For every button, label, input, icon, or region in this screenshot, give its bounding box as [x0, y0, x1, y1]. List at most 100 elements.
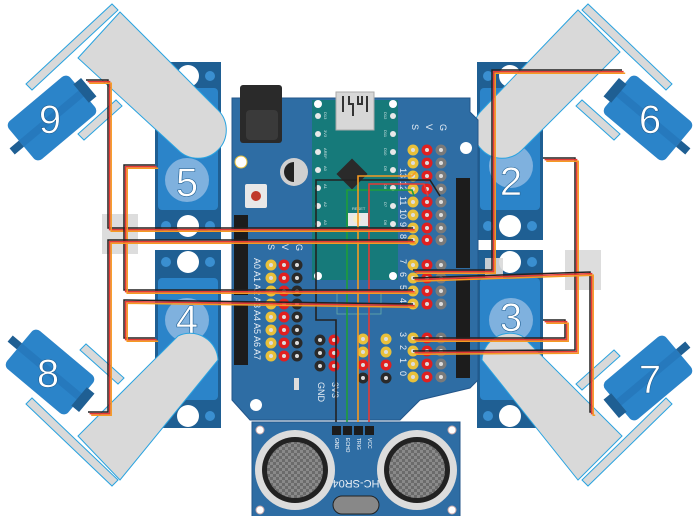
nano-pin-label: A0 [323, 166, 328, 172]
cable-servo-3[interactable] [414, 320, 568, 341]
cable-servo-7[interactable] [416, 274, 596, 416]
wire-trig[interactable] [357, 171, 417, 422]
left-header-bottom [234, 305, 248, 365]
servo-body-7[interactable]: 7 [595, 325, 700, 429]
cable-servo-9[interactable] [86, 79, 413, 229]
nano-pin [315, 149, 321, 155]
digital-pin-label: 12 [398, 181, 408, 191]
servo-body-9[interactable]: 9 [0, 68, 105, 171]
analog-pin-label: A1 [252, 271, 262, 282]
nano-pin [315, 131, 321, 137]
nano-pin [390, 203, 396, 209]
digital-pin-label: 13 [398, 168, 408, 178]
nano-pin [390, 113, 396, 119]
analog-pin-label: A0 [252, 258, 262, 269]
analog-title-v: V [280, 244, 290, 250]
analog-pin-label: A4 [252, 310, 262, 321]
sensor-pin-label: GND [333, 438, 339, 450]
hc-sr04-sensor: HC-SR04 GND ECHO TRIG VCC [251, 421, 461, 516]
digital-pin-label: 2 [398, 345, 408, 350]
crystal [332, 495, 380, 515]
nano-pin-label: A3 [323, 220, 328, 226]
microcontroller-chip [336, 158, 368, 190]
analog-title-g: G [294, 244, 304, 251]
cable-servo-4[interactable] [126, 302, 417, 342]
power-label-3v3: 3V3 [330, 382, 340, 398]
analog-title-s: S [266, 244, 276, 250]
cable-servo-6[interactable] [416, 72, 626, 274]
cable-servo-2[interactable] [416, 160, 579, 355]
nano-reset-label: RESET [352, 206, 366, 211]
nano-pin [315, 113, 321, 119]
sensor-pin[interactable] [343, 426, 352, 435]
header-title-s: S [410, 124, 420, 130]
nano-pin [390, 167, 396, 173]
cable-servo-5[interactable] [123, 164, 413, 291]
nano-pin-label: 3V3 [323, 130, 328, 138]
digital-pin-label: 5 [398, 285, 408, 290]
cable-servo-5[interactable] [124, 165, 415, 293]
servo-label-5: 5 [176, 161, 198, 205]
nano-pin [315, 167, 321, 173]
digital-pin-label: 6 [398, 272, 408, 277]
sensor-model-label: HC-SR04 [332, 477, 379, 489]
cable-servo-6[interactable] [414, 70, 624, 273]
digital-pin-label: 4 [398, 298, 408, 303]
wire-gnd[interactable] [315, 179, 441, 422]
digital-pin-label: 3 [398, 332, 408, 337]
servo-body-8[interactable]: 8 [0, 319, 103, 423]
digital-pin-label: 7 [398, 259, 408, 264]
cable-servo-9[interactable] [87, 80, 415, 231]
cable-servo-2[interactable] [414, 158, 578, 354]
cable-servo-4[interactable] [124, 300, 415, 341]
nano-pin-label: A1 [323, 184, 328, 190]
cable-servo-9[interactable] [89, 82, 417, 232]
left-header-top [234, 215, 248, 295]
servo-body-6[interactable]: 6 [595, 68, 700, 171]
nano-pin-label: D6 [383, 220, 388, 226]
header-title-v: V [424, 124, 434, 130]
servo-label-4: 4 [176, 298, 198, 342]
nano-pin-label: A2 [323, 202, 328, 208]
nano-pin-label: D8 [383, 184, 388, 190]
cable-servo-8[interactable] [91, 242, 417, 416]
servo-label-6: 6 [639, 98, 661, 142]
horn-bottom-left [25, 332, 219, 487]
nano-pin [390, 221, 396, 227]
sensor-pin-label: VCC [366, 438, 372, 449]
cable-servo-2[interactable] [412, 157, 576, 352]
nano-pin-label: D9 [383, 166, 388, 172]
nano-pin-label: D12 [383, 112, 388, 120]
nano-pin-label: AREF [323, 148, 328, 159]
digital-pin-label: 1 [398, 358, 408, 363]
digital-pin-label: 10 [398, 209, 408, 219]
analog-pin-label: A7 [252, 349, 262, 360]
sensor-pin[interactable] [332, 426, 341, 435]
cable-servo-3[interactable] [416, 322, 569, 342]
nano-pin [390, 131, 396, 137]
cable-servo-6[interactable] [413, 69, 622, 271]
power-label-gnd: GND [316, 382, 326, 403]
servo-label-8: 8 [37, 352, 59, 396]
right-header-top [456, 178, 470, 268]
nano-pin-label: D7 [383, 202, 388, 208]
sensor-pin[interactable] [365, 426, 374, 435]
digital-pin-label: 9 [398, 222, 408, 227]
connector-block-right [565, 250, 601, 290]
analog-pin-label: A6 [252, 336, 262, 347]
nano-pin-label: D13 [323, 112, 328, 120]
cable-servo-3[interactable] [413, 319, 566, 339]
sensor-pin-label: ECHO [344, 438, 350, 453]
sensor-pin[interactable] [354, 426, 363, 435]
servo-cables [86, 69, 626, 416]
cable-servo-4[interactable] [123, 299, 414, 339]
cable-servo-8[interactable] [89, 240, 415, 415]
horn-top-right [473, 3, 673, 159]
cable-servo-5[interactable] [126, 167, 417, 294]
cable-servo-8[interactable] [88, 239, 413, 413]
nano-pin-label: D10 [383, 148, 388, 156]
sensor-pin-label: TRIG [355, 438, 361, 450]
servo-label-3: 3 [500, 296, 522, 340]
usb-port[interactable] [335, 91, 375, 131]
